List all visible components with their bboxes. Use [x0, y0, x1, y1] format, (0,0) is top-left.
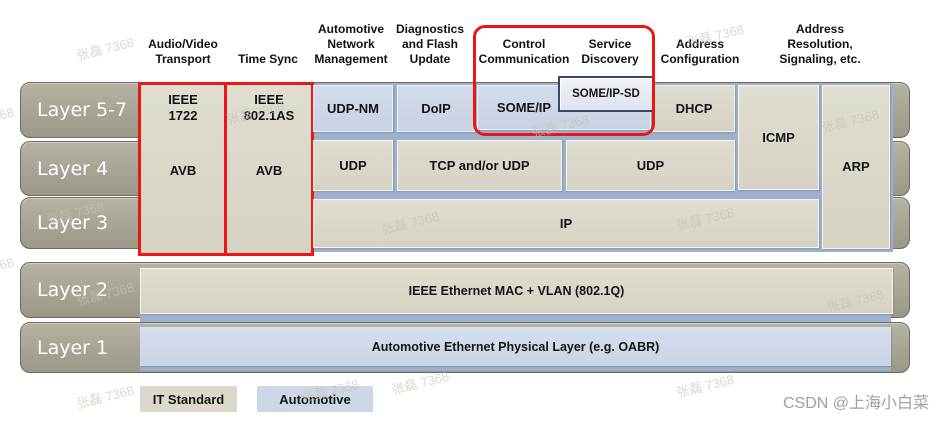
highlight-column-ieee1722-avb: IEEE 1722 AVB: [138, 82, 228, 256]
column-header-address-configuration: Address Configuration: [660, 37, 740, 66]
layer-label-1: Layer 1: [37, 336, 109, 359]
box-ieee-802-1as: IEEE 802.1AS: [243, 92, 295, 123]
csdn-watermark-text: CSDN @上海小白菜: [782, 395, 929, 412]
legend-automotive: Automotive: [257, 386, 373, 412]
diagonal-watermark-text: 张磊 7368: [75, 382, 136, 412]
layer-label-2: Layer 2: [37, 279, 109, 301]
box-doip: DoIP: [397, 85, 475, 132]
diagonal-watermark-text: 张磊 7368: [675, 371, 736, 401]
box-some-ip-label: SOME/IP: [496, 99, 552, 115]
diagonal-watermark-text: 张磊 7368: [0, 254, 16, 284]
column-header-diagnostics-flash-update: Diagnostics and Flash Update: [395, 22, 465, 66]
diagonal-watermark-text: 张磊 7368: [0, 104, 16, 134]
box-udp-layer4-left: UDP: [313, 140, 393, 191]
box-some-ip-sd: SOME/IP-SD: [558, 76, 654, 112]
box-arp: ARP: [822, 85, 890, 249]
legend-it-standard: IT Standard: [140, 386, 237, 412]
box-ethernet-mac-vlan: IEEE Ethernet MAC + VLAN (802.1Q): [140, 268, 893, 314]
layer-label-4: Layer 4: [37, 157, 109, 180]
box-udp-nm: UDP-NM: [313, 85, 393, 132]
box-dhcp: DHCP: [653, 85, 735, 132]
box-tcp-and-or-udp: TCP and/or UDP: [397, 140, 562, 191]
layer-label-3: Layer 3: [37, 212, 109, 234]
column-header-address-resolution-signaling: Address Resolution, Signaling, etc.: [779, 22, 861, 66]
diagonal-watermark-text: 张磊 7368: [75, 34, 136, 64]
layer-label-5-7: Layer 5-7: [37, 99, 128, 121]
column-header-automotive-network-management: Automotive Network Management: [314, 22, 388, 66]
box-avb-right: AVB: [255, 162, 283, 178]
box-ip: IP: [313, 199, 819, 248]
column-header-time-sync: Time Sync: [238, 52, 298, 66]
box-avb-left: AVB: [169, 162, 197, 178]
box-udp-layer4-right: UDP: [566, 140, 735, 191]
column-header-control-communication: Control Communication: [478, 37, 570, 66]
column-header-audio-video-transport: Audio/Video Transport: [148, 37, 218, 66]
box-icmp: ICMP: [738, 85, 819, 190]
box-automotive-physical-layer: Automotive Ethernet Physical Layer (e.g.…: [140, 327, 891, 366]
box-ieee-1722: IEEE 1722: [168, 92, 198, 123]
column-header-service-discovery: Service Discovery: [581, 37, 639, 66]
highlight-column-ieee8021as-avb: IEEE 802.1AS AVB: [224, 82, 314, 256]
